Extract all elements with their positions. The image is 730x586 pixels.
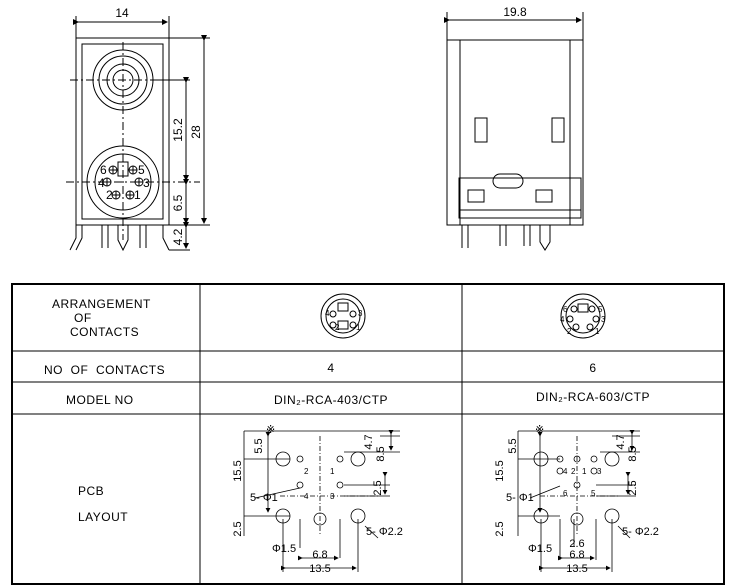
contacts-6-value: 6 [589, 361, 597, 375]
arr4-pin-3: 3 [358, 309, 363, 318]
arr4-pin-4: 4 [325, 309, 330, 318]
front-lower-dim: 6.5 [171, 194, 185, 211]
l6-d13-5: 13.5 [566, 563, 587, 575]
arr6-pin-4: 4 [560, 315, 565, 324]
pin-label-1: 1 [134, 188, 141, 202]
l6-d5-5: 5.5 [507, 438, 519, 453]
model-6-value: DIN₂-RCA-603/CTP [535, 390, 650, 404]
front-upper-dim: 15.2 [171, 118, 185, 142]
arrangement-label: ARRANGEMENT OF CONTACTS [52, 297, 151, 339]
front-view-din-pins [102, 165, 144, 200]
front-view-labels: 14 28 15.2 6.5 4.2 6 5 4 3 2 1 [98, 6, 203, 245]
model-4-value: DIN₂-RCA-403/CTP [273, 393, 388, 407]
arrangement-line-1: ARRANGEMENT [52, 297, 151, 311]
l4-pin-4: 4 [304, 492, 309, 501]
l6-ref: ※ [535, 424, 544, 436]
arrangement-6pin-diagram [560, 293, 606, 339]
pin-label-6: 6 [100, 163, 107, 177]
pcb-layout-6pin-labels: ※ 5.5 4.7 8.5 15.5 2.5 2.5 5- Φ1 5- Φ2.2… [494, 424, 659, 575]
l6-pin-6: 6 [563, 489, 568, 498]
arrangement-4pin-diagram [320, 293, 366, 339]
l6-d8-5: 8.5 [627, 446, 639, 461]
arr6-pin-1: 1 [595, 327, 600, 336]
no-of-contacts-label: NO OF CONTACTS [44, 363, 166, 377]
model-no-label: MODEL NO [66, 393, 134, 407]
l4-pin-3: 3 [330, 492, 335, 501]
arrangement-line-2: OF [74, 311, 92, 325]
l4-hole-a: 5- Φ1 [250, 492, 278, 504]
l4-pin-2: 2 [304, 467, 309, 476]
front-height-dim: 28 [189, 125, 203, 139]
spec-table: 4 3 2 1 6 5 4 3 2 1 [11, 283, 725, 585]
l4-d2-5b: 2.5 [232, 521, 244, 536]
front-width-dim: 14 [115, 6, 129, 20]
front-view [66, 16, 210, 252]
l6-d2-5a: 2.5 [627, 480, 639, 495]
l4-d2-5a: 2.5 [372, 480, 384, 495]
arr4-pin-2: 2 [335, 323, 340, 332]
pcb-label: PCB [78, 484, 105, 498]
side-width-dim: 19.8 [503, 5, 527, 19]
pcb-layout-6pin [517, 430, 640, 572]
l4-d15-5: 15.5 [232, 460, 244, 481]
arrangement-line-3: CONTACTS [70, 325, 140, 339]
arr4-pin-1: 1 [356, 323, 361, 332]
front-view-drawing: 14 28 15.2 6.5 4.2 6 5 4 3 2 1 19.8 [66, 5, 584, 252]
l6-pin-5: 5 [591, 489, 596, 498]
side-view [444, 12, 584, 251]
l6-d6-8: 6.8 [569, 549, 584, 561]
l4-d13-5: 13.5 [309, 563, 330, 575]
arr6-pin-2: 2 [567, 327, 572, 336]
l6-pin-3: 3 [597, 467, 602, 476]
l4-pin-1: 1 [330, 467, 335, 476]
l4-hole-c: Φ1.5 [272, 543, 296, 555]
pcb-layout-4pin [243, 430, 400, 572]
l6-d2-6: 2.6 [569, 538, 584, 550]
pin-label-3: 3 [143, 176, 150, 190]
l6-d4-7: 4.7 [615, 434, 627, 449]
contacts-4-value: 4 [327, 361, 335, 375]
l6-hole-b: 5- Φ2.2 [622, 526, 659, 538]
front-pin-dim: 4.2 [171, 228, 185, 245]
arr6-pin-5: 5 [598, 305, 603, 314]
pin-label-5: 5 [138, 163, 145, 177]
l4-hole-b: 5- Φ2.2 [366, 526, 403, 538]
l6-pin-4: 4 [563, 467, 568, 476]
l4-d4-7: 4.7 [363, 434, 375, 449]
l4-d5-5: 5.5 [253, 438, 265, 453]
l6-d2-5b: 2.5 [494, 521, 506, 536]
pcb-layout-4pin-labels: ※ 5.5 4.7 8.5 15.5 2.5 2.5 5- Φ1 5- Φ2.2… [232, 424, 403, 575]
l6-pin-2: 2 [571, 467, 576, 476]
arr6-pin-6: 6 [563, 305, 568, 314]
l4-ref: ※ [266, 424, 275, 436]
arr6-pin-3: 3 [601, 315, 606, 324]
l6-pin-1: 1 [582, 467, 587, 476]
layout-label: LAYOUT [78, 510, 129, 524]
l6-hole-a: 5- Φ1 [506, 492, 534, 504]
l4-d6-8: 6.8 [312, 549, 327, 561]
l4-d8-5: 8.5 [375, 446, 387, 461]
l6-d15-5: 15.5 [494, 460, 506, 481]
pin-label-2: 2 [106, 188, 113, 202]
l6-hole-c: Φ1.5 [528, 543, 552, 555]
pin-label-4: 4 [98, 176, 105, 190]
